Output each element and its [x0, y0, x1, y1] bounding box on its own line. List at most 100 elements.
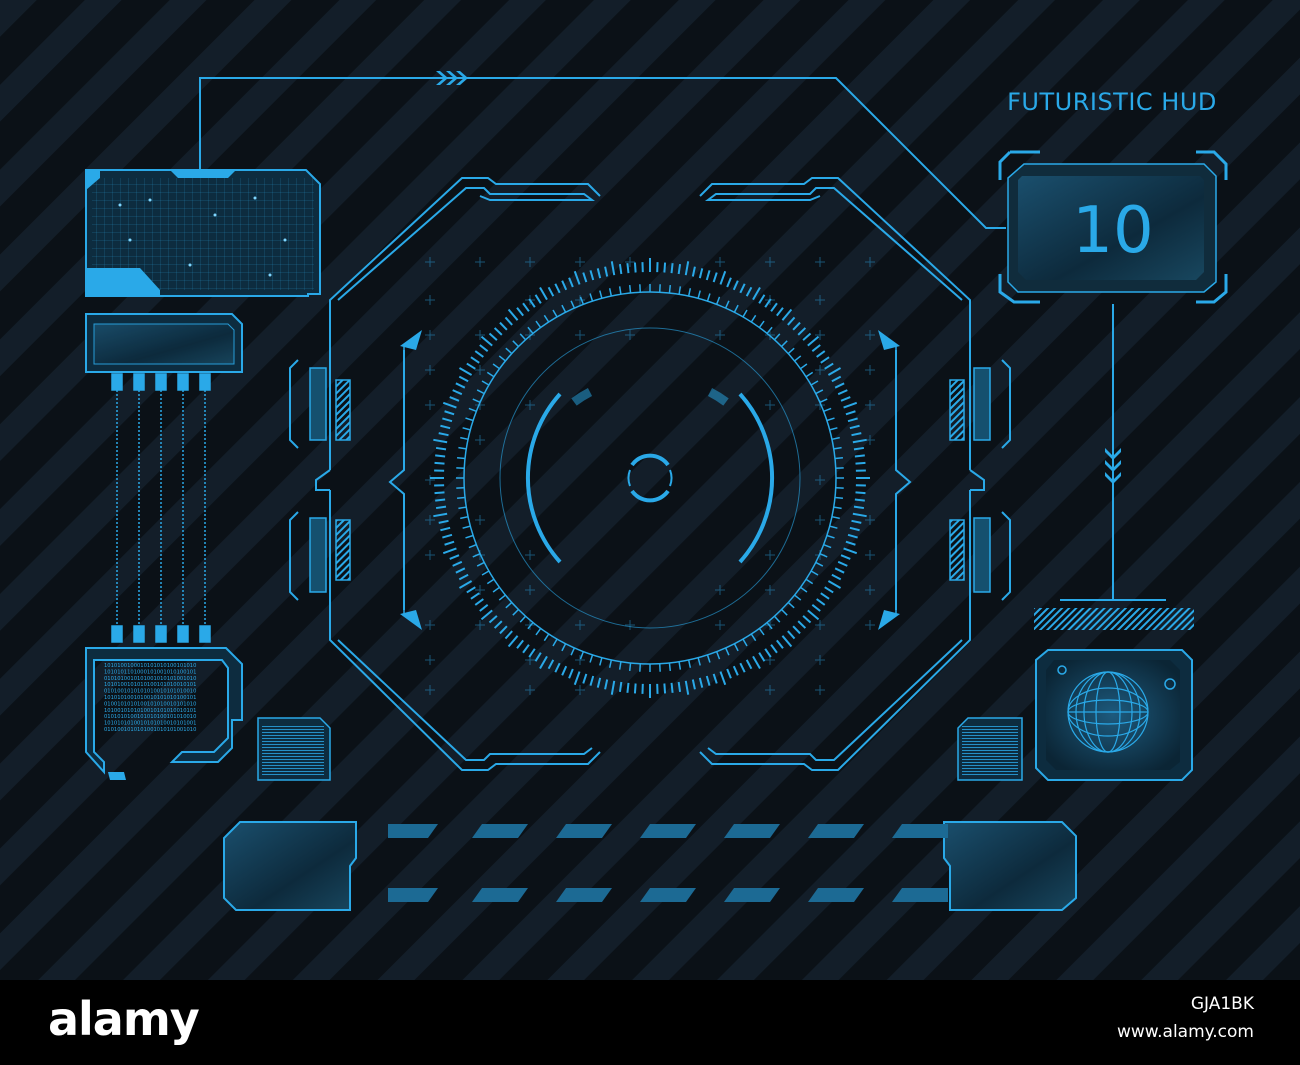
- binary-line: 0101001010101001010101001010: [104, 727, 196, 733]
- dial-tick: [758, 294, 766, 304]
- dial-tick: [764, 648, 772, 658]
- dial-tick: [816, 350, 826, 358]
- watermark-logo: alamy: [48, 992, 200, 1046]
- dial-tick: [837, 389, 848, 396]
- dial-tick: [610, 680, 616, 695]
- dial-tick: [724, 300, 730, 309]
- dial-tick: [855, 491, 866, 495]
- dial-tick: [498, 594, 506, 601]
- watermark-image-id: GJA1BK: [1190, 994, 1254, 1014]
- dial-tick: [561, 643, 567, 652]
- dial-tick: [781, 635, 793, 648]
- dial-tick: [438, 519, 449, 524]
- dial-tick: [507, 635, 519, 648]
- binary-line: 1010101010010101010010101001: [104, 721, 196, 727]
- crosshair-mark: [865, 515, 875, 525]
- dial-tick: [444, 540, 455, 546]
- crosshair-mark: [525, 585, 535, 595]
- dial-tick: [678, 286, 682, 295]
- dial-tick: [554, 662, 561, 673]
- dial-tick: [829, 525, 838, 529]
- dial-tick: [458, 506, 467, 510]
- dial-tick: [851, 432, 862, 437]
- dial-tick: [480, 609, 493, 621]
- binary-line: 1010101001010010101010100101: [104, 695, 196, 701]
- crosshair-mark: [575, 620, 585, 630]
- dial-tick: [739, 283, 746, 294]
- dial-tick: [493, 620, 503, 629]
- dial-tick: [705, 270, 711, 281]
- dial-tick: [752, 286, 761, 301]
- crosshair-mark: [475, 365, 485, 375]
- dial-tick: [820, 356, 830, 364]
- crosshair-mark: [425, 655, 435, 665]
- dash-bar: [556, 824, 612, 838]
- dial-tick: [452, 560, 463, 567]
- connector-lines: [199, 77, 1166, 601]
- dial-tick: [589, 675, 595, 686]
- dial-tick: [516, 307, 524, 317]
- binary-line: 1010101101000101001010100101: [104, 669, 196, 675]
- crosshair-mark: [715, 330, 725, 340]
- crosshair-mark: [715, 585, 725, 595]
- hud-canvas: FUTURISTIC HUD: [0, 0, 1300, 980]
- dash-bar: [472, 824, 528, 838]
- dial-tick: [527, 622, 534, 630]
- dial-tick: [596, 677, 602, 688]
- binary-line: 0101010100101010100101010010: [104, 714, 196, 720]
- globe-icon: [1067, 671, 1149, 753]
- dial-tick: [849, 526, 860, 532]
- dial-tick: [715, 651, 721, 660]
- dial-tick: [472, 398, 481, 404]
- dial-tick: [732, 665, 739, 676]
- crosshair-mark: [525, 550, 535, 560]
- dial-tick: [824, 362, 834, 370]
- dial-tick: [547, 659, 555, 670]
- dial-tick: [691, 266, 696, 277]
- dial-tick: [829, 427, 838, 431]
- dial-tick: [750, 633, 757, 642]
- outer-side-brackets: [289, 359, 1011, 601]
- crosshair-mark: [765, 550, 775, 560]
- dash-bar: [640, 824, 696, 838]
- crosshair-mark: [425, 550, 435, 560]
- crosshair-mark: [815, 475, 825, 485]
- dial-tick: [470, 356, 480, 364]
- dial-tick: [468, 543, 477, 549]
- crosshair-mark: [715, 620, 725, 630]
- dial-tick: [792, 321, 801, 331]
- dial-tick: [507, 308, 519, 321]
- dash-bar-rows: [388, 824, 948, 902]
- dial-tick: [554, 283, 561, 294]
- watermark-footer: alamy GJA1BK www.alamy.com: [0, 980, 1300, 1065]
- dial-tick: [472, 552, 481, 558]
- dial-tick: [811, 604, 821, 612]
- dial-tick: [492, 363, 500, 370]
- dial-tick: [435, 446, 447, 451]
- dial-tick: [628, 662, 632, 672]
- dash-bar: [388, 888, 438, 902]
- dash-bar: [892, 824, 948, 838]
- dial-tick: [476, 389, 485, 395]
- dial-tick: [819, 398, 828, 404]
- dial-tick: [573, 671, 581, 686]
- crosshair-mark: [475, 257, 485, 267]
- crosshair-mark: [425, 400, 435, 410]
- crosshair-mark: [625, 620, 635, 630]
- sphere-panel: [1034, 608, 1194, 781]
- dial-tick: [455, 382, 466, 389]
- crosshair-mark: [815, 620, 825, 630]
- dial-tick: [668, 284, 672, 294]
- dial-tick: [618, 263, 623, 275]
- dial-tick: [493, 327, 503, 336]
- crosshair-mark: [865, 585, 875, 595]
- radar-dial: [463, 291, 837, 665]
- dial-tick: [733, 643, 739, 652]
- dial-tick: [543, 633, 550, 642]
- dial-tick: [499, 321, 508, 331]
- dial-tick: [579, 296, 585, 305]
- cable-bundle: [111, 373, 211, 643]
- dial-tick: [552, 309, 558, 318]
- dial-tick: [706, 654, 711, 663]
